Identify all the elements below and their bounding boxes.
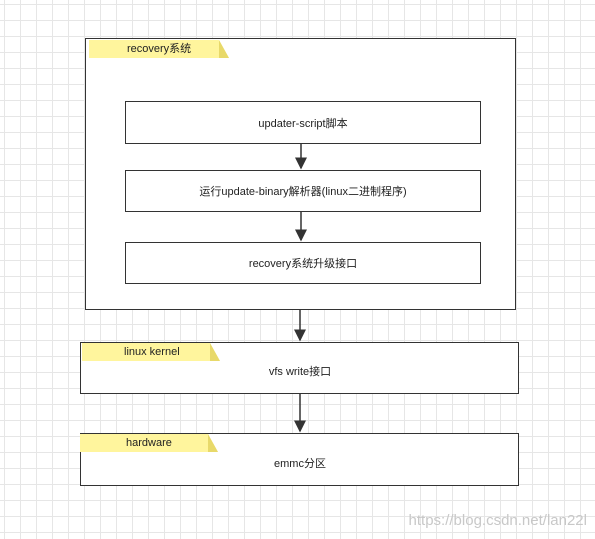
hardware-tag: hardware (80, 434, 218, 452)
hardware-label: emmc分区 (274, 458, 326, 470)
recovery-tag-label: recovery系统 (127, 43, 192, 55)
watermark: https://blog.csdn.net/lan22l (408, 512, 587, 529)
recovery-tag: recovery系统 (89, 40, 229, 58)
note-tag-shape (89, 40, 229, 58)
kernel-tag: linux kernel (82, 343, 220, 361)
step-recovery-interface-label: recovery系统升级接口 (248, 258, 358, 270)
step-recovery-interface: recovery系统升级接口 (125, 242, 481, 284)
kernel-tag-label: linux kernel (124, 346, 180, 358)
note-tag-shape (80, 434, 218, 452)
step-update-binary: 运行update-binary解析器(linux二进制程序) (125, 170, 481, 212)
step-updater-script-label: updater-script脚本 (258, 117, 348, 130)
step-update-binary-label: 运行update-binary解析器(linux二进制程序) (199, 186, 407, 198)
note-tag-shape (82, 343, 220, 361)
hardware-tag-label: hardware (126, 437, 172, 449)
step-updater-script: updater-script脚本 (125, 101, 481, 144)
kernel-label: vfs write接口 (268, 366, 332, 378)
